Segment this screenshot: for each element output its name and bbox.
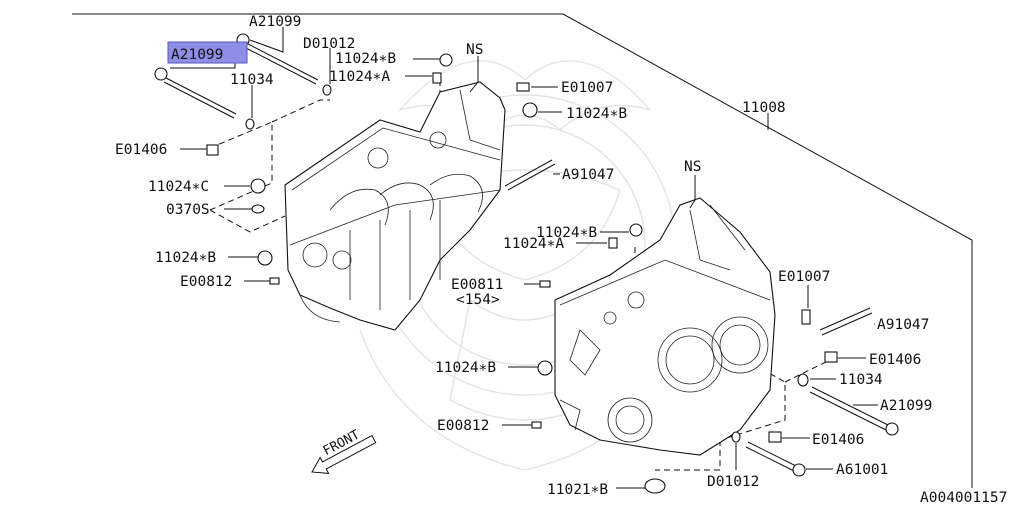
nut-11024b-3 (257, 250, 273, 266)
washer-d01012-top (322, 84, 332, 96)
bolt-a61001 (745, 441, 806, 477)
crankcase-left-half (284, 81, 506, 331)
stud-a91047-mid (504, 159, 556, 191)
label-e01007-top[interactable]: E01007 (561, 80, 613, 96)
label-11008[interactable]: 11008 (742, 100, 786, 116)
washer-0370s (251, 204, 265, 214)
label-11024c[interactable]: 11024∗C (148, 179, 209, 195)
nut-11024c (250, 178, 266, 194)
label-11024b-1[interactable]: 11024∗B (335, 51, 396, 67)
label-11034-right[interactable]: 11034 (839, 372, 883, 388)
front-arrow: FRONT (311, 427, 377, 474)
label-e00811[interactable]: E00811 (451, 277, 503, 293)
leader-lines (170, 27, 878, 489)
plug-11021b (644, 478, 666, 494)
label-e01406-left[interactable]: E01406 (115, 142, 167, 158)
washer-d01012-bottom (731, 431, 741, 443)
stud-a91047-right (819, 307, 873, 336)
dowel-e01406-right2 (768, 431, 782, 443)
callout-highlight-box (167, 41, 248, 64)
label-11024b-4[interactable]: 11024∗B (155, 250, 216, 266)
pin-e00811 (539, 280, 551, 288)
dowel-e01406-left (206, 144, 219, 156)
label-11024b-3[interactable]: 11024∗B (536, 225, 597, 241)
nut-11024b-1 (439, 53, 453, 67)
label-a21099-right[interactable]: A21099 (880, 398, 932, 414)
label-a21099-highlight[interactable]: A21099 (171, 47, 223, 63)
bolt-11024a-1 (432, 72, 442, 84)
label-ns-left: NS (466, 42, 483, 58)
dowel-e01406-right1 (824, 351, 838, 363)
label-a91047-mid[interactable]: A91047 (562, 167, 614, 183)
label-e00812-bottom[interactable]: E00812 (437, 418, 489, 434)
bolt-a21099-highlight (154, 67, 237, 119)
nut-11024b-4 (629, 223, 643, 237)
diagram-id: A004001157 (920, 490, 1007, 506)
label-e00811-qty: <154> (456, 292, 500, 308)
label-d01012-top[interactable]: D01012 (303, 36, 355, 52)
label-a21099-top[interactable]: A21099 (249, 14, 301, 30)
bolt-a21099-right (809, 386, 899, 436)
label-a61001[interactable]: A61001 (836, 462, 888, 478)
label-11024b-2[interactable]: 11024∗B (566, 106, 627, 122)
washer-11034-right (797, 373, 809, 387)
nut-11024b-2 (522, 102, 538, 118)
label-11034-top[interactable]: 11034 (230, 72, 274, 88)
label-e01406-right2[interactable]: E01406 (812, 432, 864, 448)
label-ns-right: NS (684, 159, 701, 175)
label-11024a-2[interactable]: 11024∗A (503, 236, 564, 252)
label-11021b[interactable]: 11021∗B (547, 482, 608, 498)
bolt-11024a-2 (608, 237, 618, 249)
washer-11034-top (245, 118, 255, 130)
crankcase-right-half (554, 197, 776, 456)
label-11024a-1[interactable]: 11024∗A (329, 69, 390, 85)
label-a91047-right[interactable]: A91047 (877, 317, 929, 333)
pin-e00812-left (269, 277, 280, 285)
pin-e01007-right (801, 309, 811, 325)
label-e01406-right1[interactable]: E01406 (869, 352, 921, 368)
assembly-outline-11008 (72, 13, 973, 488)
label-11024b-5[interactable]: 11024∗B (435, 360, 496, 376)
callout-labels: A21099 A21099 D01012 NS 11024∗B 11024∗A … (115, 14, 1007, 506)
label-e01007-right[interactable]: E01007 (778, 269, 830, 285)
label-d01012-bottom[interactable]: D01012 (707, 474, 759, 490)
label-e00812-left[interactable]: E00812 (180, 274, 232, 290)
pin-e01007-top (516, 82, 530, 92)
pin-e00812-bottom (531, 421, 542, 429)
nut-11024b-5 (537, 360, 553, 376)
label-0370s[interactable]: 0370S (166, 202, 210, 218)
front-label: FRONT (321, 427, 363, 459)
